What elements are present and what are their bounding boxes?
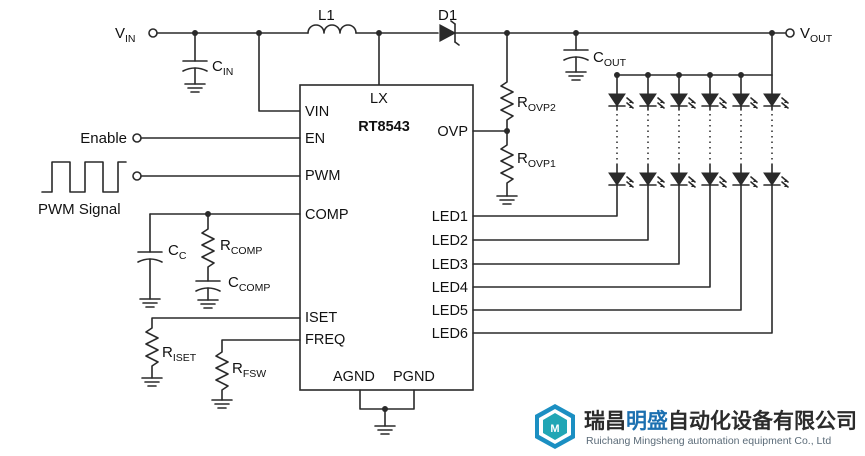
led5-wire [472, 184, 742, 311]
led-top-2 [639, 93, 665, 109]
pin-en: EN [305, 131, 325, 147]
vin-terminal [148, 28, 158, 38]
led-top-1 [608, 93, 634, 109]
cc-label: CC [168, 242, 187, 262]
pin-led6: LED6 [432, 326, 468, 342]
pin-led2: LED2 [432, 233, 468, 249]
company-name-en: Ruichang Mingsheng automation equipment … [586, 435, 831, 447]
led-string-5 [472, 72, 758, 311]
mingsheng-logo-icon: M [535, 404, 575, 449]
enable-terminal [132, 133, 142, 143]
led-bottom-3 [670, 172, 696, 188]
vin-label: VIN [115, 25, 136, 45]
pin-led5: LED5 [432, 303, 468, 319]
led-bottom-1 [608, 172, 634, 188]
pin-iset: ISET [305, 310, 337, 326]
led6-wire [472, 184, 773, 334]
capacitor-ccomp [195, 280, 221, 309]
led-string-4 [472, 72, 727, 288]
rt8543-chip: RT8543 LX VIN EN PWM COMP ISET FREQ OVP … [299, 84, 474, 391]
pwm-terminal [132, 171, 142, 181]
led-bottom-2 [639, 172, 665, 188]
led-string-2 [472, 72, 665, 241]
l1-label: L1 [318, 7, 335, 24]
pin-led4: LED4 [432, 280, 468, 296]
pin-pwm: PWM [305, 168, 340, 184]
led-bottom-5 [732, 172, 758, 188]
company-watermark: M 瑞昌明盛自动化设备有限公司 Ruichang Mingsheng autom… [535, 404, 857, 449]
led-string-6 [472, 74, 789, 334]
rfsw-label: RFSW [232, 360, 266, 380]
pin-freq: FREQ [305, 332, 345, 348]
led-string-3 [472, 72, 696, 265]
capacitor-cc [137, 213, 163, 308]
top-rail [148, 20, 795, 46]
pwm-signal-label: PWM Signal [38, 201, 121, 218]
led-bottom-4 [701, 172, 727, 188]
led4-wire [472, 184, 711, 288]
capacitor-cin [182, 32, 208, 93]
ground-icon [496, 195, 518, 205]
led1-wire [472, 184, 618, 217]
inductor-l1 [307, 24, 357, 34]
led-top-6 [763, 93, 789, 109]
pin-vin: VIN [305, 104, 329, 120]
vin-pin-wire [258, 32, 301, 112]
pin-led1: LED1 [432, 209, 468, 225]
pwm-waveform-icon [41, 161, 127, 193]
pin-led3: LED3 [432, 257, 468, 273]
ground-icon [211, 399, 233, 409]
cout-label: COUT [593, 49, 627, 69]
company-name-cn: 瑞昌明盛自动化设备有限公司 [584, 409, 857, 433]
enable-label: Enable [80, 130, 127, 147]
led2-wire [472, 184, 649, 241]
capacitor-cout [563, 32, 589, 81]
rovp2-label: ROVP2 [517, 94, 556, 114]
led-top-4 [701, 93, 727, 109]
led-strings [472, 72, 789, 334]
ovp-divider [472, 32, 518, 205]
d1-label: D1 [438, 7, 457, 24]
led-string-1 [472, 72, 634, 217]
ground-icon [374, 425, 396, 435]
vout-terminal [785, 28, 795, 38]
cin-label: CIN [212, 58, 233, 78]
ground-icon [197, 299, 219, 309]
resistor-rcomp [201, 213, 215, 282]
ground-icon [141, 377, 163, 387]
ground-icon [184, 83, 206, 93]
pin-comp: COMP [305, 207, 349, 223]
ccomp-label: CCOMP [228, 274, 270, 294]
riset-label: RISET [162, 344, 197, 364]
resistor-rfsw [211, 339, 301, 409]
ground-icon [139, 298, 161, 308]
led3-wire [472, 184, 680, 265]
rovp1-label: ROVP1 [517, 150, 556, 170]
rcomp-label: RCOMP [220, 237, 262, 257]
ground-icon [565, 71, 587, 81]
svg-text:M: M [550, 423, 559, 435]
vout-label: VOUT [800, 25, 833, 45]
chip-name: RT8543 [358, 119, 410, 135]
pin-ovp: OVP [437, 124, 468, 140]
led-top-5 [732, 93, 758, 109]
pin-agnd: AGND [333, 369, 375, 385]
pin-pgnd: PGND [393, 369, 435, 385]
led-bottom-6 [763, 172, 789, 188]
chip-ground [359, 389, 415, 435]
led-top-3 [670, 93, 696, 109]
resistor-riset [141, 317, 301, 387]
pin-lx: LX [370, 91, 388, 107]
